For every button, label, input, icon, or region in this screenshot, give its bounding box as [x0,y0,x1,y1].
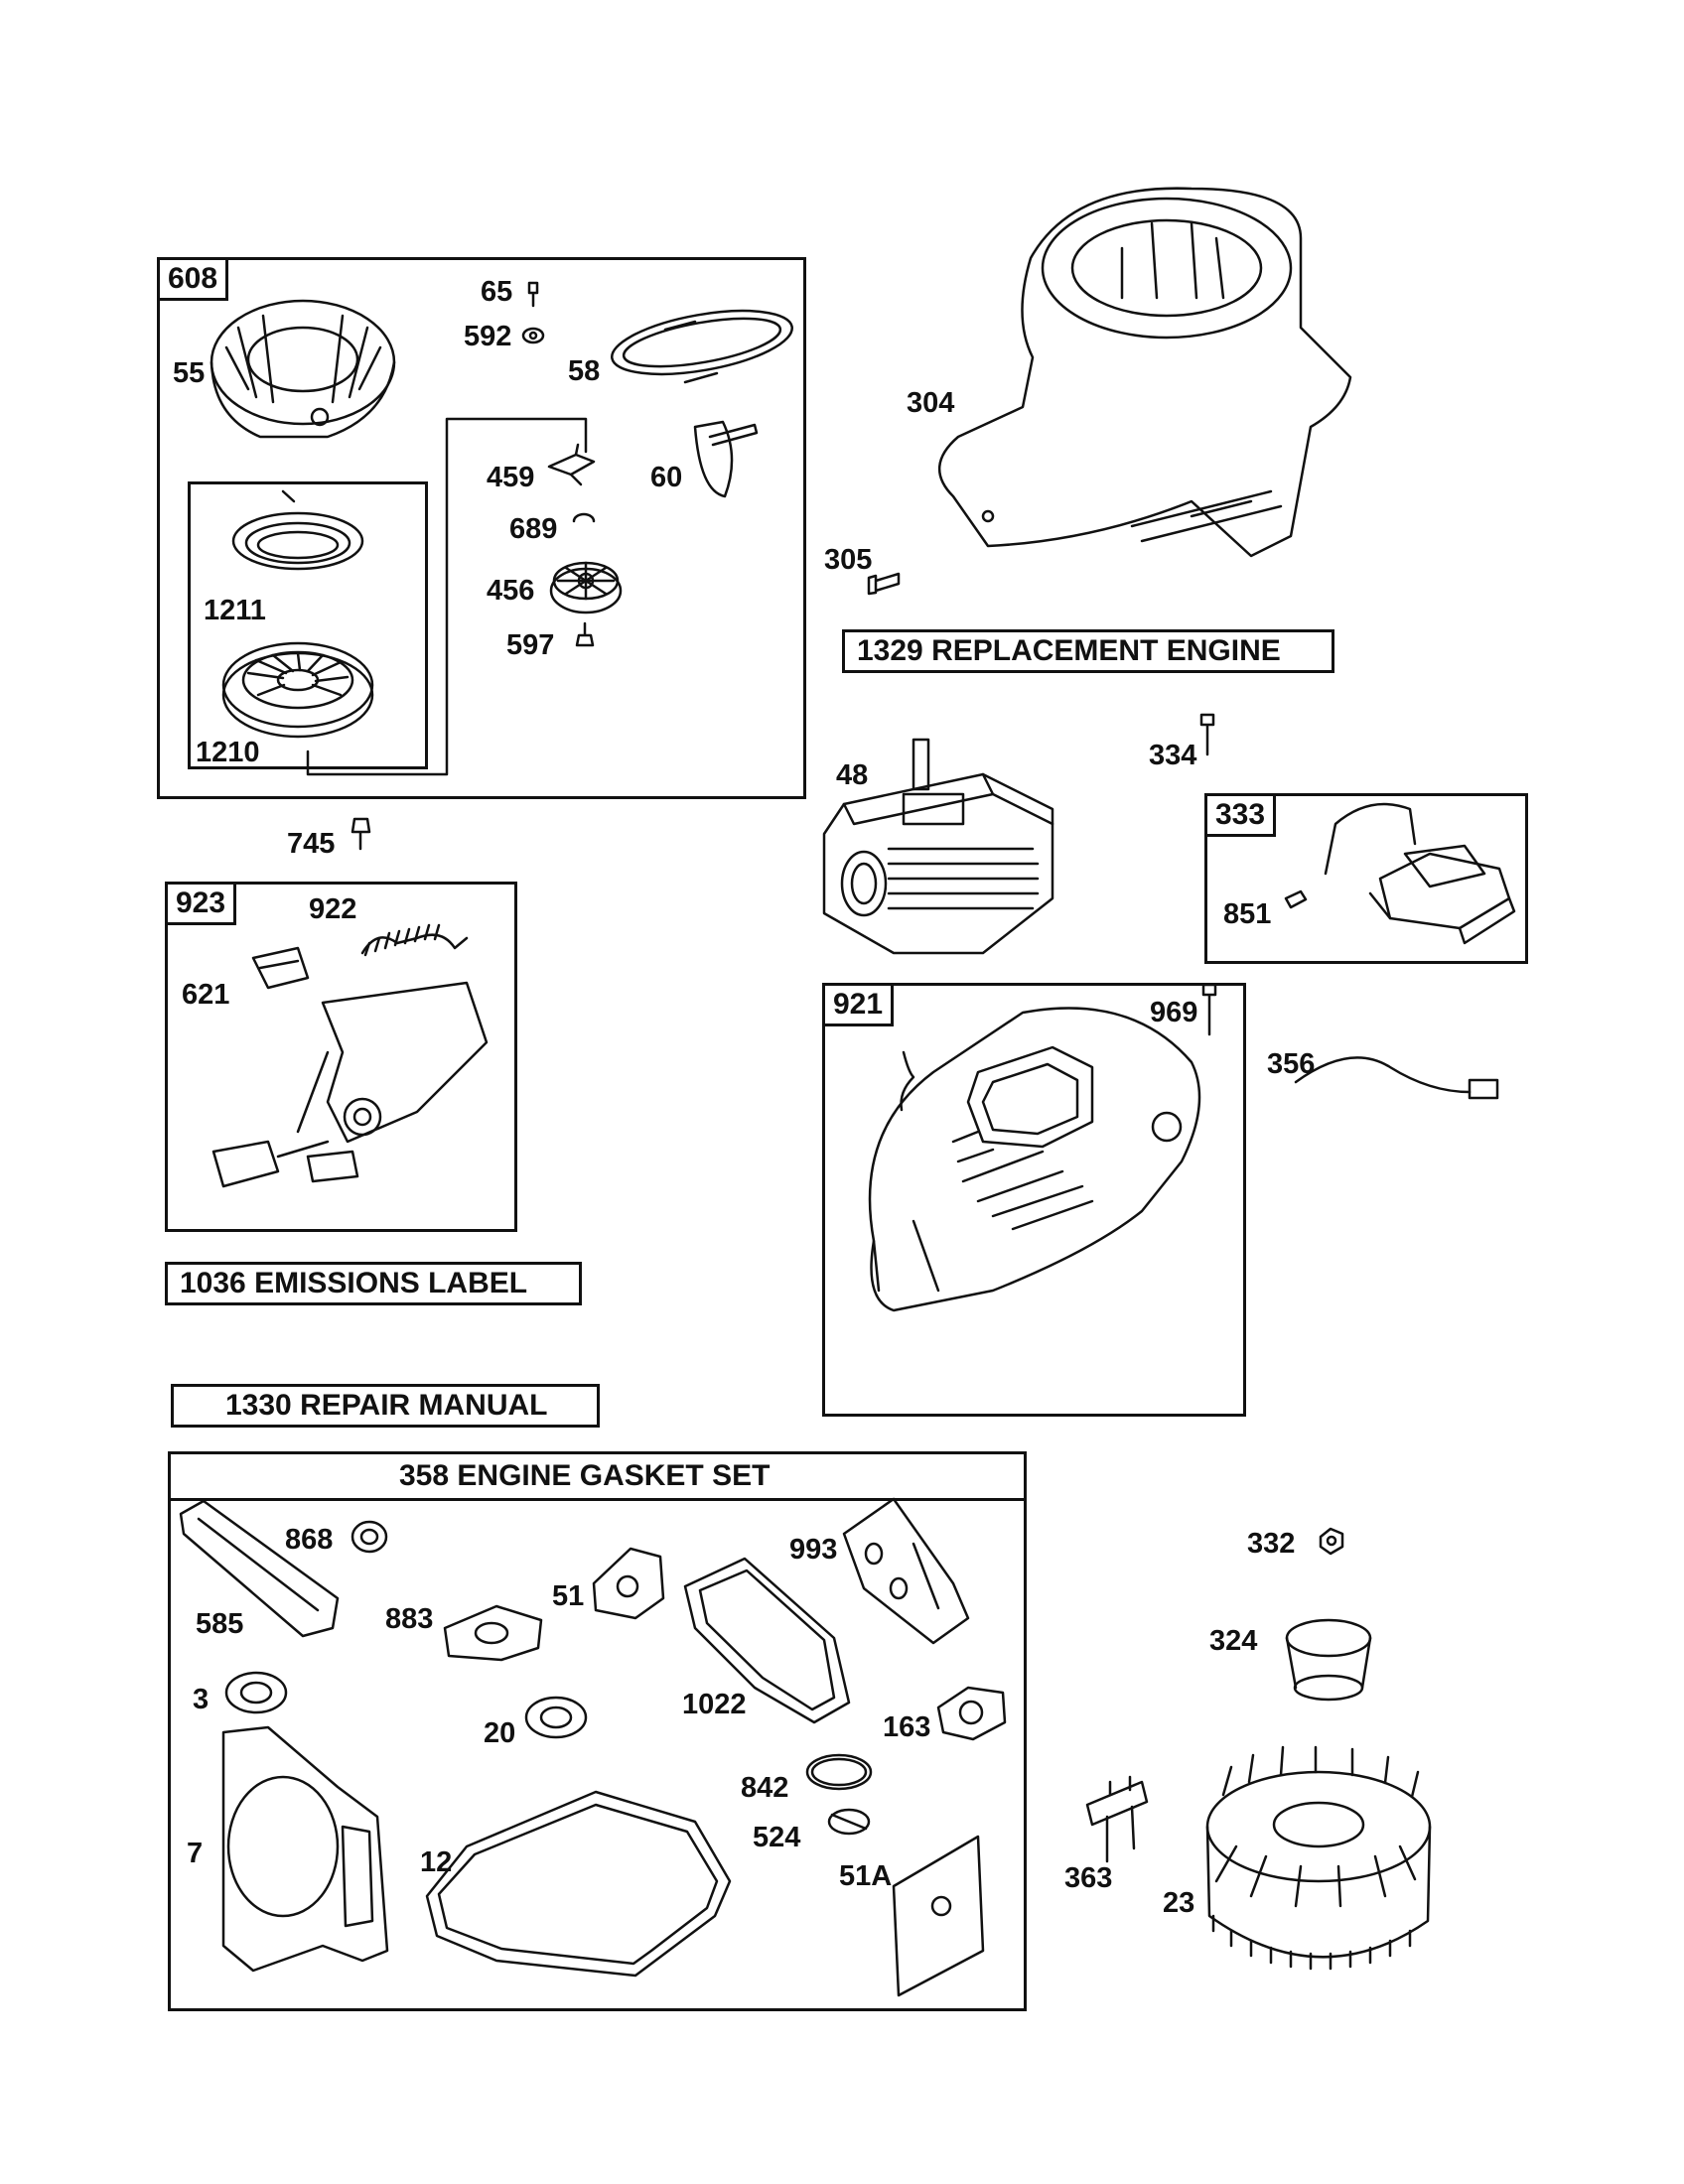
part-label-324: 324 [1209,1625,1258,1657]
part-label-621: 621 [182,979,230,1011]
engine-cover-illustration [868,1007,1201,1312]
group-box-1210-1211 [188,481,428,769]
governor-control-illustration [211,923,489,1188]
part-label-585: 585 [196,1608,244,1640]
gasket-set-divider [168,1498,1027,1501]
rewind-spring-illustration [231,489,364,571]
part-label-524: 524 [753,1822,801,1853]
part-label-969: 969 [1150,997,1198,1028]
pawl-illustration [547,443,596,486]
part-label-55: 55 [173,357,206,389]
gasket-set-box [168,1451,1027,2011]
group-box-608 [157,257,806,799]
nut-592-illustration [521,327,545,344]
retainer-illustration [572,512,596,523]
leader-lines-608 [306,417,588,776]
starter-rope-illustration [611,309,793,384]
gasket-163-illustration [936,1686,1007,1741]
emissions-label-title: 1036 EMISSIONS LABEL [165,1262,582,1305]
part-label-20: 20 [484,1717,516,1749]
fan-retainer-324-illustration [1285,1618,1372,1702]
cylinder-block-illustration [822,738,1054,955]
part-label-851: 851 [1223,898,1272,930]
screw-65-illustration [527,281,539,308]
group-tag-333: 333 [1204,793,1277,837]
gasket-51-illustration [592,1547,665,1620]
group-box-921 [822,983,1246,1417]
gasket-1022-illustration [683,1557,851,1724]
screw-597-illustration [575,621,595,647]
part-label-12: 12 [420,1846,453,1878]
bolt-305-illustration [867,572,901,596]
part-label-58: 58 [568,355,601,387]
group-box-923 [165,882,517,1232]
part-label-332: 332 [1247,1528,1296,1560]
seal-20-illustration [524,1696,588,1739]
part-label-163: 163 [883,1711,931,1743]
group-tag-608: 608 [157,257,229,301]
part-label-51: 51 [552,1580,585,1612]
recoil-housing-illustration [210,299,396,439]
group-tag-923: 923 [165,882,237,925]
part-label-23: 23 [1163,1887,1195,1919]
seal-3-illustration [224,1671,288,1714]
o-ring-524-illustration [827,1808,871,1836]
group-tag-921: 921 [822,983,895,1026]
part-label-456: 456 [487,575,535,607]
o-ring-842-illustration [805,1753,873,1791]
flywheel-23-illustration [1205,1745,1432,1971]
part-label-51A: 51A [839,1860,893,1892]
part-label-1022: 1022 [682,1689,747,1720]
part-label-592: 592 [464,321,512,352]
ground-wire-illustration [1294,1056,1499,1100]
gasket-883-illustration [443,1604,543,1662]
bolt-334-illustration [1199,713,1215,756]
seal-868-illustration [351,1520,388,1554]
part-label-1210: 1210 [196,737,260,768]
group-box-333 [1204,793,1528,964]
replacement-engine-title: 1329 REPLACEMENT ENGINE [842,629,1334,673]
gasket-set-title: 358 ENGINE GASKET SET [399,1459,771,1492]
part-label-459: 459 [487,462,535,493]
pulley-illustration [221,641,374,739]
part-label-1211: 1211 [204,595,266,626]
part-label-356: 356 [1267,1048,1316,1080]
gasket-585-illustration [179,1499,340,1638]
part-label-3: 3 [193,1684,210,1715]
head-gasket-7-illustration [221,1725,389,1973]
part-label-305: 305 [824,544,873,576]
ignition-armature-illustration [1284,802,1516,945]
part-label-363: 363 [1064,1862,1113,1894]
blower-housing-illustration [937,187,1352,558]
part-label-993: 993 [789,1534,838,1566]
part-label-922: 922 [309,893,357,925]
screw-745-illustration [351,817,371,851]
part-label-883: 883 [385,1603,434,1635]
part-label-7: 7 [187,1838,204,1869]
gasket-12-illustration [425,1790,732,1978]
part-label-745: 745 [287,828,336,860]
part-label-304: 304 [907,387,955,419]
ratchet-illustration [549,561,623,614]
starter-handle-illustration [693,420,759,498]
part-label-65: 65 [481,276,513,308]
part-label-842: 842 [741,1772,789,1804]
part-label-597: 597 [506,629,555,661]
part-label-689: 689 [509,513,558,545]
part-label-60: 60 [650,462,683,493]
part-label-868: 868 [285,1524,334,1556]
gasket-51A-illustration [892,1835,985,1997]
brake-363-illustration [1085,1775,1149,1863]
nut-332-illustration [1319,1527,1344,1556]
part-label-334: 334 [1149,740,1197,771]
part-label-48: 48 [836,759,869,791]
repair-manual-title: 1330 REPAIR MANUAL [171,1384,600,1428]
